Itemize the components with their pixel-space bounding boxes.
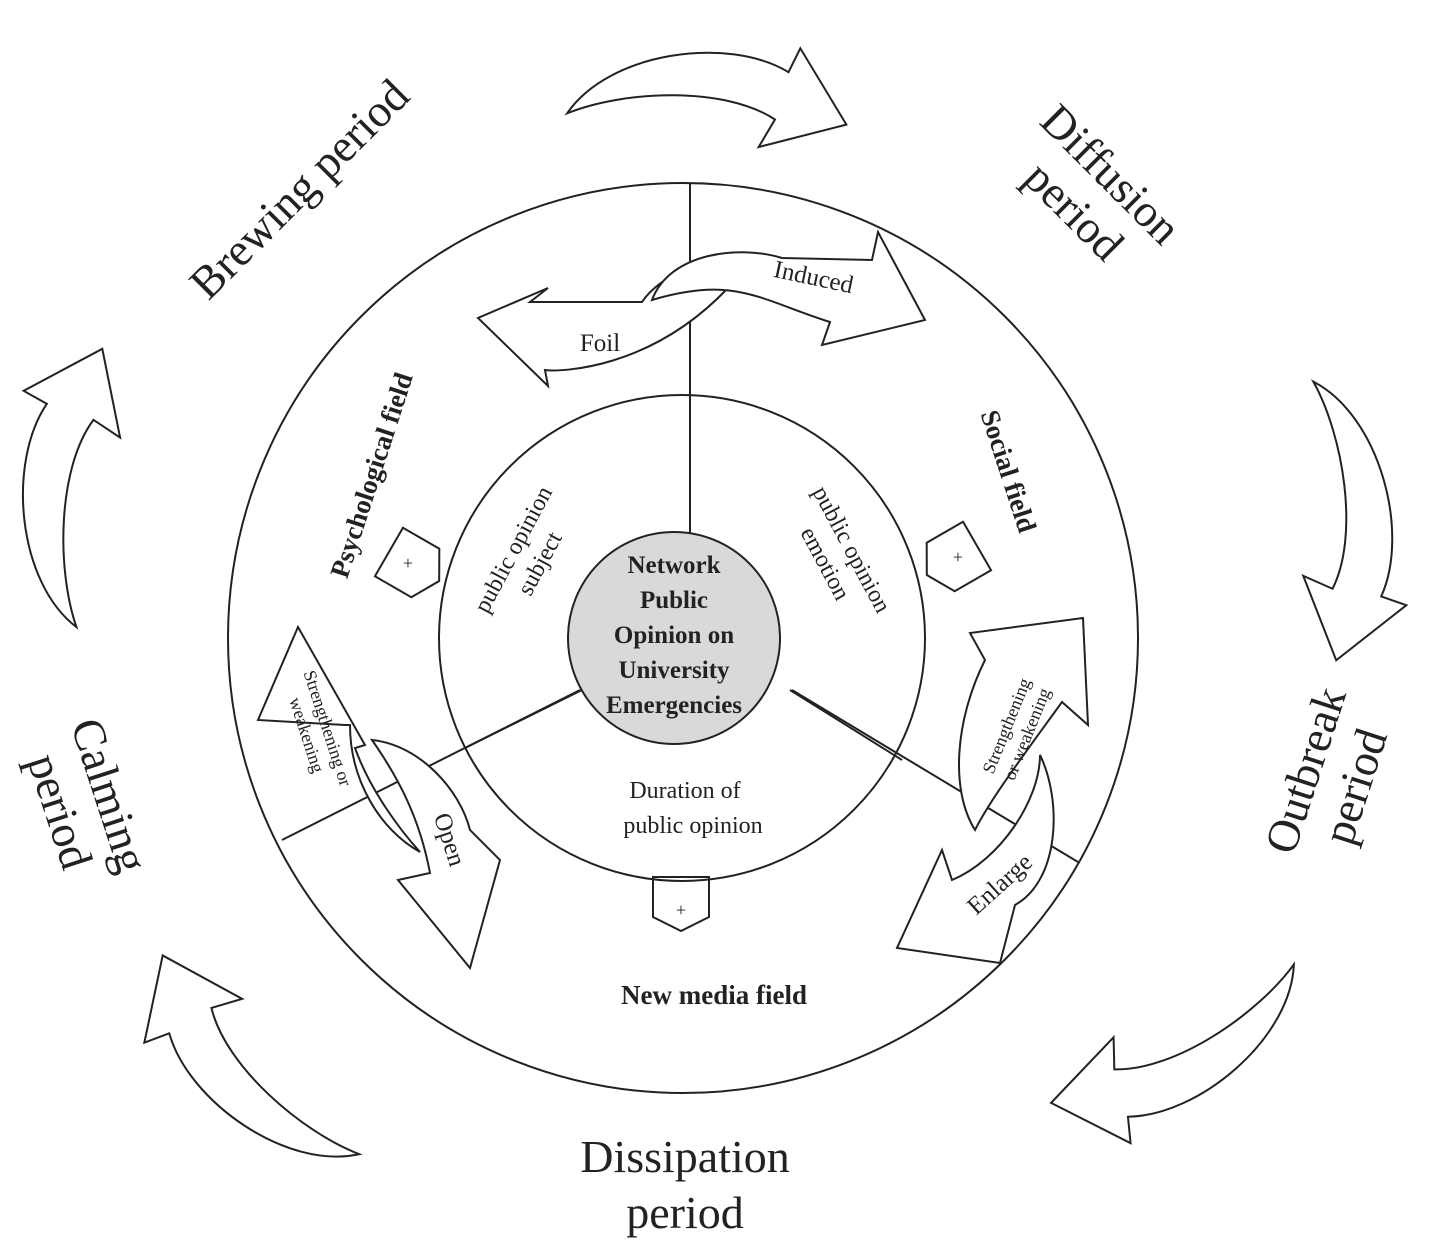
inner-divider-left	[464, 689, 583, 749]
strengthen-left-arrow	[256, 624, 421, 853]
foil-label: Foil	[580, 330, 620, 357]
outer-field-circle	[227, 182, 1139, 1094]
plus-marker-right: +	[925, 520, 993, 593]
plus-marker-right-label: +	[953, 547, 963, 567]
element-label-duration-line2: public opinion	[623, 813, 762, 839]
period-label-calming: Calming period	[18, 712, 159, 878]
cycle-arrow-top	[564, 46, 848, 149]
center-core-label: Network Public Opinion on University Eme…	[606, 552, 742, 719]
plus-marker-bottom: +	[652, 876, 710, 933]
center-line-5: Emergencies	[606, 692, 742, 719]
inner-element-circle	[438, 394, 926, 882]
field-label-new-media: New media field	[621, 980, 807, 1010]
cycle-arrow-right	[1301, 379, 1409, 662]
induced-arrow	[650, 229, 927, 347]
center-line-2: Public	[640, 587, 708, 614]
element-label-duration-line1: Duration of	[629, 778, 740, 804]
period-label-dissipation-line1: Dissipation	[580, 1131, 790, 1182]
center-line-3: Opinion on	[614, 622, 734, 649]
strengthen-right-arrow	[957, 616, 1090, 833]
center-core-circle	[567, 531, 781, 745]
element-label-subject: public opinion subject	[470, 482, 568, 617]
element-label-duration: Duration of public opinion	[623, 778, 762, 839]
center-line-4: University	[618, 657, 730, 684]
plus-marker-left: +	[373, 526, 441, 599]
field-label-social: Social field	[975, 406, 1043, 536]
period-label-dissipation: Dissipation period	[580, 1131, 790, 1238]
plus-marker-left-label: +	[403, 553, 413, 573]
center-line-1: Network	[627, 552, 720, 579]
period-label-diffusion: Diffusion period	[1015, 94, 1191, 270]
element-label-emotion: public opinion emotion	[795, 482, 896, 617]
inner-divider-right	[789, 689, 903, 761]
open-arrow	[369, 738, 502, 971]
cycle-arrow-bottom-right	[1049, 961, 1296, 1145]
cycle-arrow-left	[21, 347, 122, 630]
period-label-brewing: Brewing period	[179, 69, 418, 308]
enlarge-arrow	[895, 754, 1055, 965]
cycle-arrow-bottom-left	[142, 953, 363, 1158]
plus-marker-bottom-label: +	[676, 900, 686, 920]
period-label-outbreak: Outbreak period	[1255, 681, 1398, 860]
period-label-dissipation-line2: period	[626, 1187, 744, 1238]
